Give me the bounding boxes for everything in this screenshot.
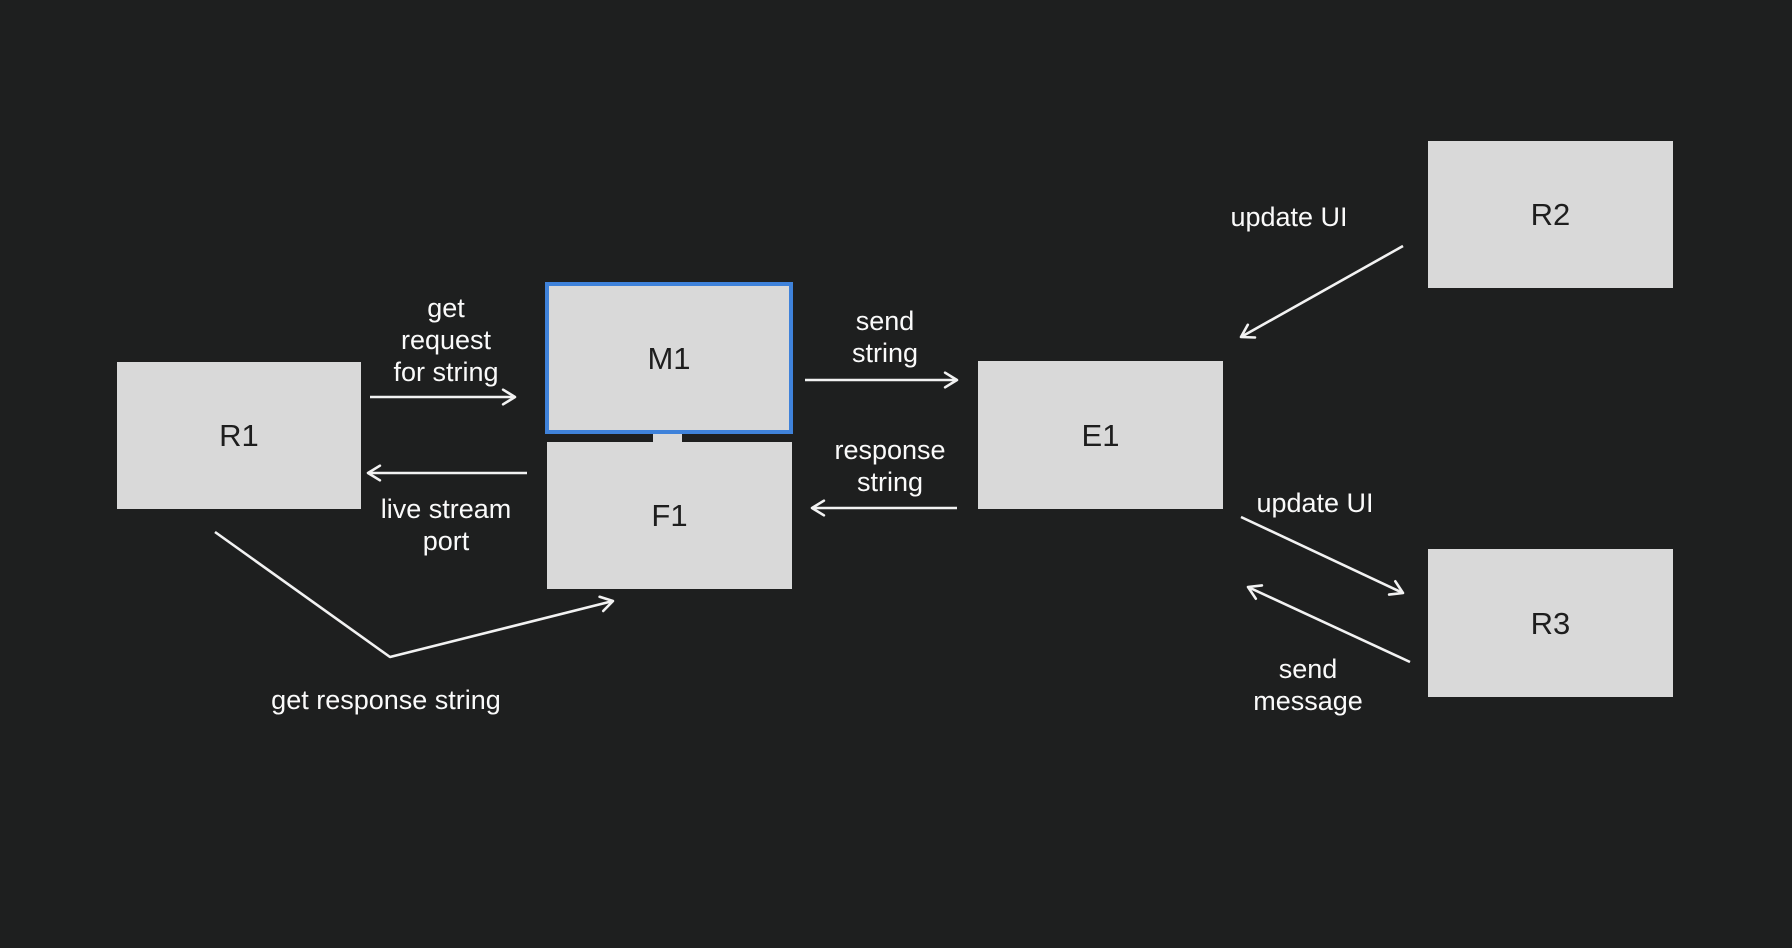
arrowhead-icon [943, 371, 959, 389]
arrowhead-icon [810, 499, 826, 517]
arrowhead-icon [1246, 584, 1264, 600]
node-label: E1 [1081, 417, 1120, 453]
connector-label-send-message[interactable]: send message [1253, 654, 1363, 716]
node-r3[interactable]: R3 [1428, 549, 1673, 697]
node-label: R2 [1530, 197, 1571, 232]
arrowhead-icon [1239, 323, 1257, 339]
node-label: M1 [647, 340, 691, 376]
arrowhead-icon [598, 595, 615, 613]
node-e1[interactable]: E1 [978, 361, 1223, 509]
node-f1[interactable]: F1 [547, 442, 792, 589]
arrowhead-icon [366, 464, 382, 482]
connector-label-update-ui-bottom[interactable]: update UI [1256, 488, 1374, 518]
node-label: F1 [651, 498, 688, 533]
connector-get-response-string[interactable] [214, 530, 615, 659]
connector-send-string[interactable] [805, 371, 959, 389]
connector-update-ui-top[interactable] [1239, 244, 1404, 339]
connector-label-get-response-string[interactable]: get response string [271, 685, 501, 715]
connector-label-send-string[interactable]: send string [851, 306, 919, 368]
node-label: R1 [219, 418, 259, 453]
connector-get-request-for-string[interactable] [370, 388, 517, 406]
connector-response-string[interactable] [810, 499, 957, 517]
connector-update-ui-bottom[interactable] [1240, 515, 1405, 596]
connector-label-response-string[interactable]: response string [834, 435, 946, 497]
connector-send-message[interactable] [1246, 584, 1411, 664]
node-r2[interactable]: R2 [1428, 141, 1673, 288]
arrowhead-icon [1387, 580, 1405, 596]
connector-label-live-stream-port[interactable]: live stream port [380, 494, 512, 556]
selection-connector-handle[interactable] [653, 434, 682, 443]
connector-label-update-ui-top[interactable]: update UI [1230, 202, 1348, 232]
connector-line [1240, 515, 1404, 595]
connector-label-get-request-for-string[interactable]: get request for string [393, 293, 499, 387]
connector-live-stream-port[interactable] [366, 464, 527, 482]
node-m1-selected[interactable]: M1 [545, 282, 793, 434]
node-label: R3 [1530, 605, 1571, 641]
arrowhead-icon [501, 388, 517, 406]
node-r1[interactable]: R1 [117, 362, 361, 509]
connector-line [214, 530, 614, 659]
connector-line [1247, 585, 1411, 664]
connector-line [1240, 244, 1404, 339]
